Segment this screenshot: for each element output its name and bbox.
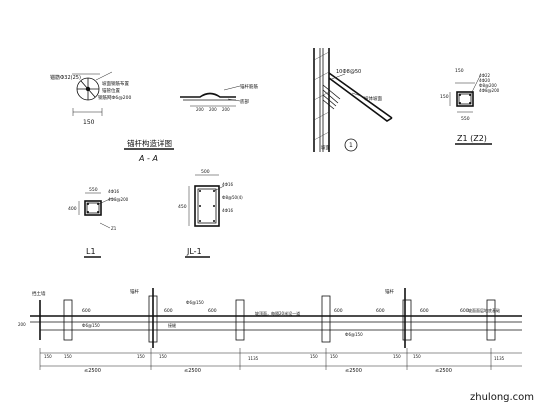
end-dim-2: 1135	[494, 356, 505, 361]
z1-dim-bottom: 550	[461, 116, 470, 122]
small-dim-2: 150	[64, 354, 72, 359]
end-dim-1: 1135	[248, 356, 259, 361]
small-dim-1: 150	[44, 354, 52, 359]
l1-rebar-1: 4Ф16	[108, 189, 120, 194]
z1-rebar-2: 4Ф20	[479, 78, 491, 83]
span-2: ≤2500	[184, 368, 201, 374]
small-dim-5: 150	[310, 354, 318, 359]
spacing-6: 600	[420, 308, 429, 314]
anchor-bar-label: 锚筋Ф32(25)	[50, 74, 81, 81]
spacing-1: 600	[82, 308, 91, 314]
z1-dim-left: 150	[440, 94, 449, 100]
z1-rebar-1: 4Ф22	[479, 73, 491, 78]
wall-bottom-label: 坡面	[321, 144, 330, 151]
anchor-b-dim-1: 200	[196, 107, 204, 112]
z1-title: Z1 (Z2)	[457, 134, 487, 143]
anchor-label-1: 坡面钢筋布置	[102, 80, 129, 87]
elevation-height: 200	[18, 322, 26, 327]
rebar-note-1: Ф6@150	[82, 323, 100, 328]
anchor-b-label-1: 锚杆筋筋	[240, 83, 258, 90]
z1-dim-top: 150	[455, 68, 464, 74]
l1-z1-label: Z1	[111, 226, 117, 231]
detail-circle-number: 1	[349, 142, 353, 149]
jl1-rebar-2: Ф8@50(4)	[222, 195, 243, 200]
l1-dim-left: 400	[68, 206, 77, 212]
anchor-label-2: 锚管位置	[102, 87, 120, 94]
elevation-right-label: 坡面面层地底基础	[468, 307, 500, 313]
jl1-title: JL-1	[186, 247, 202, 256]
spacing-7: 600	[460, 308, 469, 314]
small-dim-7: 150	[393, 354, 401, 359]
span-1: ≤2500	[84, 368, 101, 374]
anchor-detail-b: 锚杆筋筋 底部 200 200 200	[180, 83, 258, 112]
l1-rebar-2: 4Ф8@200	[108, 197, 129, 202]
watermark: zhulong.com	[470, 392, 534, 403]
spacing-2: 600	[164, 308, 173, 314]
small-dim-4: 150	[159, 354, 167, 359]
jl1-dim-left: 450	[178, 204, 187, 210]
anchor-b-label-2: 底部	[240, 98, 249, 105]
jl1-dim-top: 500	[201, 169, 210, 175]
anchor-width-dim: 150	[83, 119, 95, 126]
z1-rebar-3: Ф8@200	[479, 83, 497, 88]
elevation-anchor-label-2: 锚杆	[385, 288, 394, 295]
anchor-label-3: 钢筋网Ф6@200	[98, 94, 131, 101]
anchor-b-dim-2: 200	[209, 107, 217, 112]
jl1-rebar-1: 4Ф16	[222, 182, 234, 187]
small-dim-6: 150	[330, 354, 338, 359]
anchor-detail-a: 锚筋Ф32(25) 坡面钢筋布置 锚管位置 钢筋网Ф6@200 150	[50, 71, 131, 126]
elevation-mid-label: 坡顶面，每隔20米设一道	[255, 310, 300, 316]
jl1-rebar-3: 4Ф16	[222, 208, 234, 213]
spacing-5: 600	[376, 308, 385, 314]
anchor-detail-title: 锚杆构造详图	[127, 138, 172, 148]
z1-rebar-4: 4Ф8@200	[479, 88, 500, 93]
spacing-3: 600	[208, 308, 217, 314]
elevation-left-label: 挡土墙	[32, 290, 46, 297]
wall-rebar-label: 10Ф8@50	[336, 69, 361, 75]
l1-title: L1	[86, 247, 96, 256]
slope-label: 坡体坡面	[364, 95, 382, 102]
l1-dim-top: 550	[89, 187, 98, 193]
span-3: ≤2500	[345, 368, 362, 374]
elevation-drawing: 挡土墙 锚杆 锚杆 坡顶面，每隔20米设一道 坡面面层地底基础 600 600 …	[18, 288, 522, 374]
span-4: ≤2500	[435, 368, 452, 374]
small-dim-3: 150	[137, 354, 145, 359]
rebar-note-2: Ф6@150	[186, 300, 204, 305]
elevation-joint: 接缝	[168, 322, 176, 328]
rebar-note-3: Ф6@150	[345, 332, 363, 337]
section-aa-title: A - A	[138, 154, 158, 163]
elevation-anchor-label-1: 锚杆	[130, 288, 139, 295]
spacing-4: 600	[334, 308, 343, 314]
column-z1-section: 150 150 550 4Ф22 4Ф20 Ф8@200 4Ф8@200 Z1 …	[440, 68, 500, 145]
wall-slope-detail: 10Ф8@50 坡体坡面 坡面 1	[313, 48, 393, 152]
beam-jl1-section: 500 450 4Ф16 Ф8@50(4) 4Ф16 JL-1	[178, 169, 243, 258]
beam-l1-section: 550 400 4Ф16 4Ф8@200 Z1 L1	[68, 187, 129, 258]
anchor-b-dim-3: 200	[222, 107, 230, 112]
small-dim-8: 150	[413, 354, 421, 359]
